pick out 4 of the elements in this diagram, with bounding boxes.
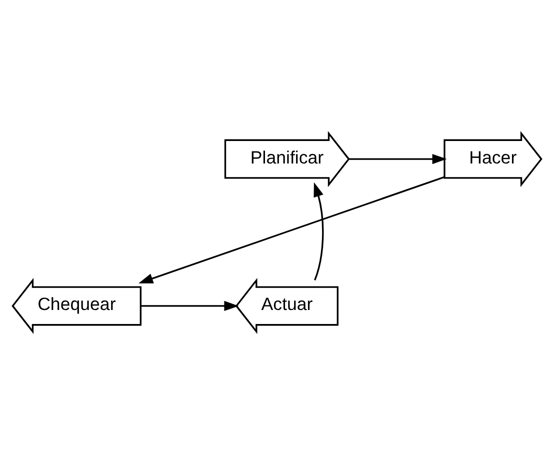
arrow [314,182,324,280]
arrow [138,176,445,283]
arrow [348,153,447,164]
arrow [140,300,239,311]
